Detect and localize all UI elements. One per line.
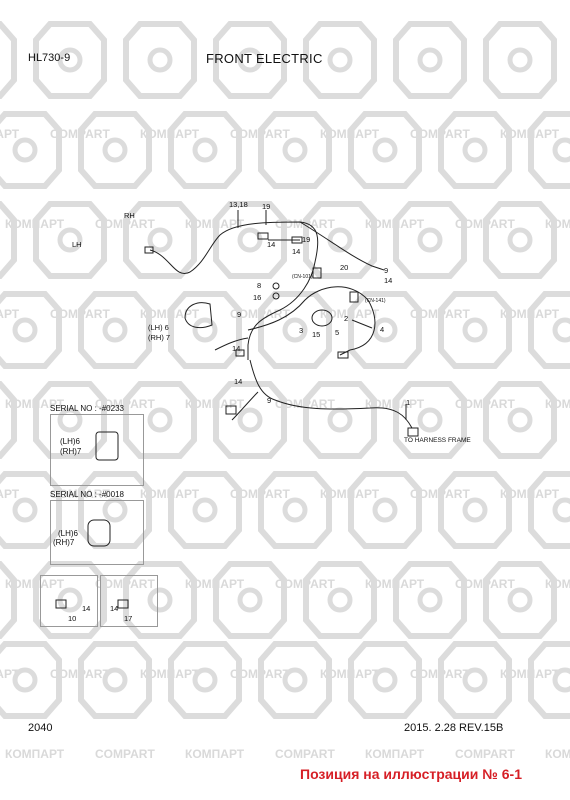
serial-label-0018: SERIAL NO : -#0018 [50,490,124,499]
callout-2: 2 [344,314,349,323]
callout-9-b: 9 [237,310,242,319]
serial-0233-lh: (LH)6 [60,437,81,446]
kit-callout-17: 17 [124,614,133,623]
callout-rh: RH [124,211,135,220]
callout-cn101: (CN-101) [292,274,313,280]
callout-rh-7: (RH) 7 [148,333,171,342]
callout-20: 20 [340,263,349,272]
callout-14-b: 14 [292,247,301,256]
page-number: 2040 [28,722,53,734]
callout-lh-6: (LH) 6 [148,323,169,332]
callout-19-top: 19 [262,202,271,211]
model-code: HL730-9 [28,52,71,64]
serial-0018-lh: (LH)6 [58,529,79,538]
revision-date: 2015. 2.28 REV.15B [404,722,504,734]
page-title: FRONT ELECTRIC [206,51,323,66]
callout-19-b: 19 [302,235,311,244]
callout-14-c: 14 [384,276,393,285]
callout-4: 4 [380,325,385,334]
kit-callout-14-a: 14 [82,604,91,613]
callout-13-18: 13,18 [229,200,248,209]
callout-14-a: 14 [267,240,276,249]
kit-box-right [100,575,158,627]
kit-callout-14-b: 14 [110,604,119,613]
kit-box-left [40,575,98,627]
callout-harness-frame: TO HARNESS FRAME [404,437,471,444]
callout-lh: LH [72,240,82,249]
illustration-position: Позиция на иллюстрации № 6-1 [300,766,522,782]
serial-0233-rh: (RH)7 [60,447,82,456]
callout-14-d: 14 [232,344,241,353]
callout-15: 15 [312,330,321,339]
callout-9-a: 9 [384,266,389,275]
serial-box-0233 [50,414,144,486]
callout-9-c: 9 [267,396,272,405]
kit-callout-10: 10 [68,614,77,623]
callout-8: 8 [257,281,262,290]
serial-0018-rh: (RH)7 [53,538,75,547]
callout-5: 5 [335,328,340,337]
callout-3: 3 [299,326,304,335]
callout-16: 16 [253,293,262,302]
serial-label-0233: SERIAL NO : -#0233 [50,404,124,413]
callout-1: 1 [406,398,411,407]
callout-14-e: 14 [234,377,243,386]
callout-cn141: (CN-141) [365,298,386,304]
serial-box-0018 [50,500,144,565]
